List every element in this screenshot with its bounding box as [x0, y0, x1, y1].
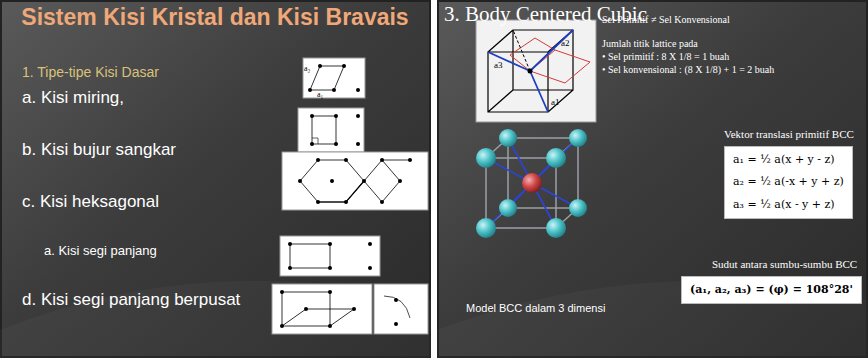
list-item: c. Kisi heksagonal — [22, 192, 159, 212]
list-item: b. Kisi bujur sangkar — [22, 140, 176, 160]
note-text: Jumlah titik lattice pada — [602, 38, 698, 50]
note-text: • Sel primitif : 8 X 1/8 = 1 buah — [602, 51, 729, 63]
vector-equation: a₁ = ½ a(x + y - z) — [733, 153, 844, 167]
vector-label: a3 — [494, 60, 503, 70]
centered-rectangular-lattice — [272, 284, 428, 334]
list-item: a. Kisi segi panjang — [44, 244, 157, 259]
vector-label: a1 — [551, 97, 560, 107]
bcc-cube-diagram — [476, 20, 596, 122]
note-text: • Sel konvensional : (8 X 1/8) + 1 = 2 b… — [602, 64, 774, 76]
vector-label: a₂ — [304, 64, 310, 73]
slide-title: Sistem Kisi Kristal dan Kisi Bravais — [20, 4, 410, 30]
list-item: a. Kisi miring, — [22, 88, 124, 108]
section-heading: 1. Tipe-tipe Kisi Dasar — [22, 64, 159, 80]
vector-equation: a₃ = ½ a(x - y + z) — [733, 198, 844, 212]
square-lattice — [298, 108, 364, 152]
bcc-ball-model — [476, 129, 587, 238]
slide-background — [0, 0, 431, 358]
rectangular-lattice — [280, 236, 380, 276]
note-text: Sel Primitif ≠ Sel Konvensional — [602, 14, 730, 26]
slide-border — [438, 1, 867, 357]
caption-text: Sudut antara sumbu-sumbu BCC — [712, 258, 857, 271]
caption-text: Model BCC dalam 3 dimensi — [466, 302, 605, 315]
caption-text: Vektor translasi primitif BCC — [724, 128, 854, 141]
equation-box: a₁ = ½ a(x + y - z) a₂ = ½ a(-x + y + z) a… — [724, 146, 853, 219]
list-item: d. Kisi segi panjang berpusat — [22, 290, 240, 310]
vector-equation: a₂ = ½ a(-x + y + z) — [733, 175, 844, 189]
angle-box: (a₁, a₂, a₃) = (φ) = 108°28' — [681, 276, 862, 304]
oblique-lattice — [303, 58, 365, 98]
slide-background — [437, 0, 868, 358]
slide-border — [1, 1, 430, 357]
slide-shine — [437, 281, 868, 358]
vector-label: a₁ — [317, 90, 323, 99]
vector-label: a2 — [561, 38, 570, 48]
angle-equation: (a₁, a₂, a₃) = (φ) = 108°28' — [690, 283, 853, 297]
slide-shine — [0, 281, 431, 358]
hexagonal-lattice — [282, 152, 428, 210]
